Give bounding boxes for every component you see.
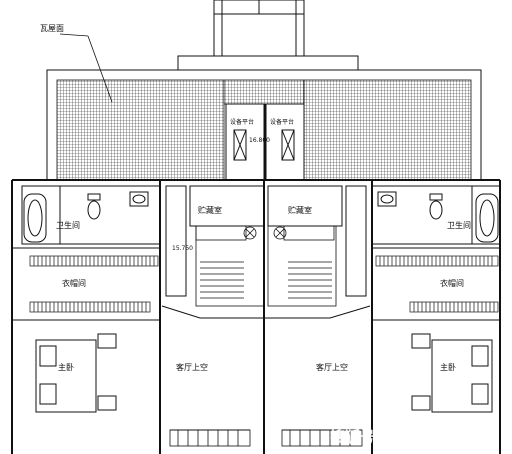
living-void-left-label: 客厅上空 <box>176 362 208 372</box>
equipment-platform-left-label: 设备平台 <box>230 118 254 126</box>
roof-tiles-right <box>303 79 472 181</box>
bathroom-left-label: 卫生间 <box>56 220 80 230</box>
bathroom-right-label: 卫生间 <box>447 220 471 230</box>
toilet-right <box>429 193 443 220</box>
roof-tiles-middle <box>223 79 305 105</box>
roof-tiles-left <box>56 79 225 181</box>
storage-right-label: 贮藏室 <box>288 205 312 215</box>
bedroom-left <box>12 319 160 413</box>
bathtub-right <box>475 193 499 243</box>
sink-left <box>129 191 149 207</box>
living-void-right-label: 客厅上空 <box>316 362 348 372</box>
toilet-left <box>87 193 101 220</box>
closet-right-label: 衣帽间 <box>440 278 464 288</box>
roof-leader-line <box>59 33 89 37</box>
closet-rails <box>29 255 499 313</box>
master-bedroom-left-label: 主卧 <box>58 362 74 372</box>
upper-rooms <box>12 185 501 297</box>
equipment-platform-right-label: 设备平台 <box>270 118 294 126</box>
elevation-label: 16.800 <box>249 137 270 144</box>
roof-leader-arrow <box>87 35 113 103</box>
bathtub-left <box>23 193 47 243</box>
master-bedroom-right-label: 主卧 <box>440 362 456 372</box>
watermark-text: 搜狐号@搜狐焦点娄底站 <box>330 428 495 446</box>
top-structure <box>177 0 359 71</box>
stair-elevation-label: 15.750 <box>172 245 193 252</box>
stair-core <box>195 225 337 307</box>
sink-right <box>377 191 397 207</box>
bedroom-right <box>372 319 500 413</box>
bottom-railings <box>169 429 363 447</box>
closet-left-label: 衣帽间 <box>62 278 86 288</box>
roof-label: 瓦屋面 <box>40 24 64 33</box>
building-walls <box>11 179 501 454</box>
storage-left-label: 贮藏室 <box>198 205 222 215</box>
equipment-platforms <box>225 103 305 181</box>
